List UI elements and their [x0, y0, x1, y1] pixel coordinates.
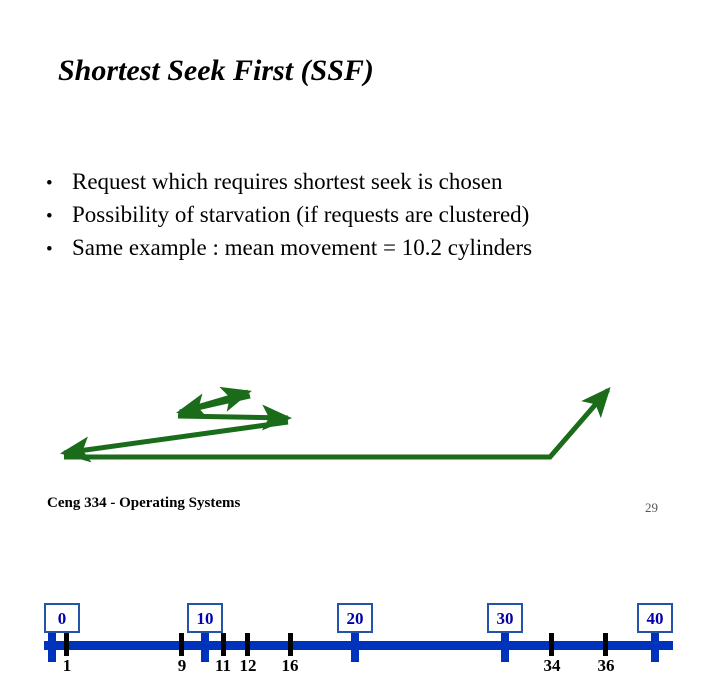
minor-tick-9: [179, 633, 184, 656]
minor-label-36: 36: [597, 656, 615, 675]
page-number: 29: [645, 500, 658, 515]
minor-label-9: 9: [177, 656, 187, 675]
minor-tick-1: [64, 633, 69, 656]
bullet-marker-icon: •: [46, 239, 53, 260]
bullet-marker-icon: •: [46, 173, 53, 194]
page-title: Shortest Seek First (SSF): [58, 54, 374, 87]
bullet-text: Request which requires shortest seek is …: [72, 169, 503, 194]
minor-label-12: 12: [239, 656, 257, 675]
major-label-30: 30: [487, 603, 523, 633]
cylinder-number-line-diagram: 0 10 20 30 40 1 9 11 12 16 34 36: [0, 296, 720, 675]
major-label-20: 20: [337, 603, 373, 633]
major-tick-30: [501, 630, 509, 662]
bullet-marker-icon: •: [46, 206, 53, 227]
major-tick-40: [651, 630, 659, 662]
bullet-text: Possibility of starvation (if requests a…: [72, 202, 530, 227]
list-item: • Same example : mean movement = 10.2 cy…: [46, 232, 686, 265]
major-label-40: 40: [637, 603, 673, 633]
slide: Shortest Seek First (SSF) • Request whic…: [0, 54, 720, 675]
minor-label-34: 34: [543, 656, 561, 675]
minor-label-1: 1: [62, 656, 72, 675]
minor-tick-36: [603, 633, 608, 656]
bullet-text: Same example : mean movement = 10.2 cyli…: [72, 235, 533, 260]
major-label-10: 10: [187, 603, 223, 633]
minor-label-16: 16: [281, 656, 299, 675]
major-label-0: 0: [44, 603, 80, 633]
minor-tick-34: [549, 633, 554, 656]
minor-tick-12: [245, 633, 250, 656]
list-item: • Possibility of starvation (if requests…: [46, 199, 686, 232]
list-item: • Request which requires shortest seek i…: [46, 166, 686, 199]
major-tick-20: [351, 630, 359, 662]
minor-tick-11: [221, 633, 226, 656]
bullet-list: • Request which requires shortest seek i…: [46, 166, 686, 265]
minor-tick-16: [288, 633, 293, 656]
footer-text: Ceng 334 - Operating Systems: [47, 495, 241, 511]
